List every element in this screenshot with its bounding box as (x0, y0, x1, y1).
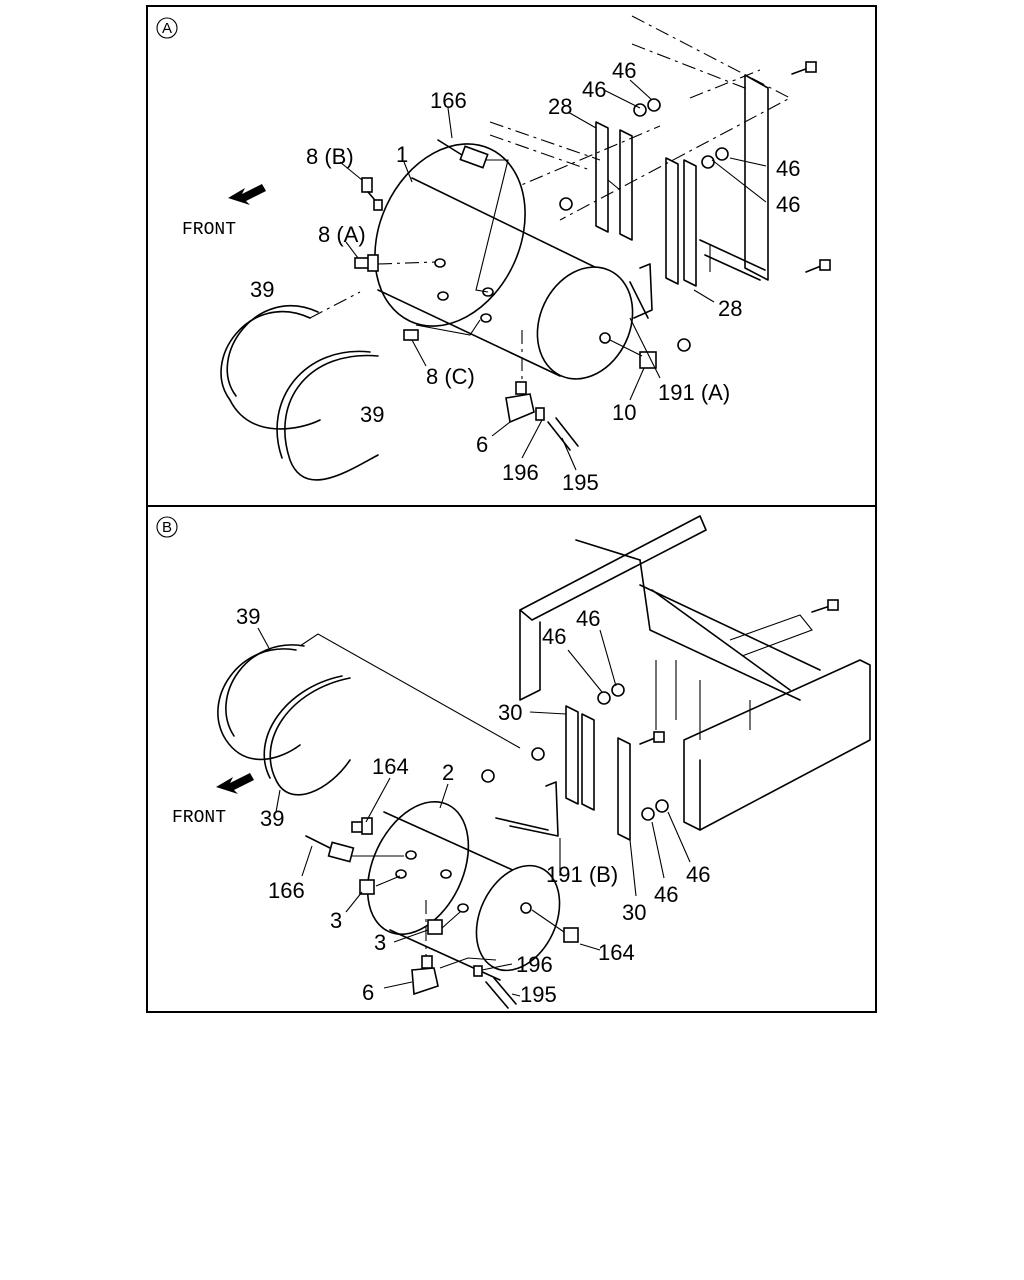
label-39: 39 (236, 604, 260, 629)
label-30: 30 (622, 900, 646, 925)
label-6: 6 (362, 980, 374, 1005)
bracket-30-lower (617, 737, 631, 841)
u-bolt-39d (263, 675, 351, 796)
label-3: 3 (330, 908, 342, 933)
label-39: 39 (260, 806, 284, 831)
label-1: 1 (396, 142, 408, 167)
fitting-3-upper (359, 875, 401, 895)
label-8a: 8 (A) (318, 222, 366, 247)
label-28: 28 (718, 296, 742, 321)
label-39: 39 (360, 402, 384, 427)
front-label-b: FRONT (172, 808, 226, 828)
crossmember-plate-b (729, 599, 839, 657)
panel-b-badge: B (156, 516, 178, 538)
label-46: 46 (612, 58, 636, 83)
label-10: 10 (612, 400, 636, 425)
label-46: 46 (686, 862, 710, 887)
hose-195-196 (535, 407, 579, 451)
label-39: 39 (250, 277, 274, 302)
label-46: 46 (576, 606, 600, 631)
front-arrow-icon (228, 184, 266, 205)
front-arrow-icon (216, 773, 254, 794)
label-164: 164 (372, 754, 409, 779)
label-8c: 8 (C) (426, 364, 475, 389)
pressure-switch-166 (437, 139, 509, 293)
label-8b: 8 (B) (306, 144, 354, 169)
leader-lines-b (257, 627, 691, 997)
label-164: 164 (598, 940, 635, 965)
label-46: 46 (776, 156, 800, 181)
label-195: 195 (562, 470, 599, 495)
label-166: 166 (268, 878, 305, 903)
label-196: 196 (516, 952, 553, 977)
u-bolt-39a (220, 291, 361, 430)
u-bolt-39b (276, 350, 379, 481)
label-196: 196 (502, 460, 539, 485)
label-191b: 191 (B) (546, 862, 618, 887)
fitting-8a (354, 254, 437, 272)
label-46: 46 (582, 77, 606, 102)
bracket-28-upper (595, 121, 633, 241)
bracket-30-upper (565, 705, 595, 811)
fitting-3-lower (427, 911, 461, 935)
fitting-8b (361, 177, 383, 211)
pressure-switch-166-b (305, 835, 404, 863)
cross-member-a (699, 74, 769, 281)
panel-a-badge: A (156, 17, 178, 39)
u-bolt-39c (217, 633, 521, 761)
label-46: 46 (654, 882, 678, 907)
bracket-28-lower (665, 157, 697, 287)
frame-rail-a (489, 15, 792, 221)
label-2: 2 (442, 760, 454, 785)
bracket-191b (495, 781, 559, 837)
label-6: 6 (476, 432, 488, 457)
label-3: 3 (374, 930, 386, 955)
nut-46-icon (481, 683, 669, 821)
frame-rail-b (519, 515, 871, 831)
label-191a: 191 (A) (658, 380, 730, 405)
label-46: 46 (542, 624, 566, 649)
air-tank-1 (374, 143, 634, 380)
front-label-a: FRONT (182, 220, 236, 240)
air-tank-2 (366, 800, 561, 981)
label-195: 195 (520, 982, 557, 1007)
label-30: 30 (498, 700, 522, 725)
panel-a-badge-letter: A (162, 20, 172, 37)
leader-lines-a (339, 79, 767, 471)
drain-valve-6 (505, 330, 535, 424)
bolt-icon (639, 731, 665, 745)
panel-a: A FRONT (146, 5, 877, 507)
nut-46-icon (559, 98, 729, 352)
panel-b: B FRONT (146, 505, 877, 1013)
check-valve-164-top (351, 817, 373, 835)
label-28: 28 (548, 94, 572, 119)
label-46: 46 (776, 192, 800, 217)
label-166: 166 (430, 88, 467, 113)
drain-cock-10 (609, 339, 657, 369)
bracket-191a (629, 263, 653, 319)
check-valve-164-end (531, 909, 579, 943)
bolt-icon (791, 61, 831, 273)
hose-195-196-b (473, 965, 517, 1009)
panel-b-badge-letter: B (162, 519, 172, 536)
drain-valve-6-b (411, 900, 497, 996)
fitting-8c (403, 319, 481, 341)
